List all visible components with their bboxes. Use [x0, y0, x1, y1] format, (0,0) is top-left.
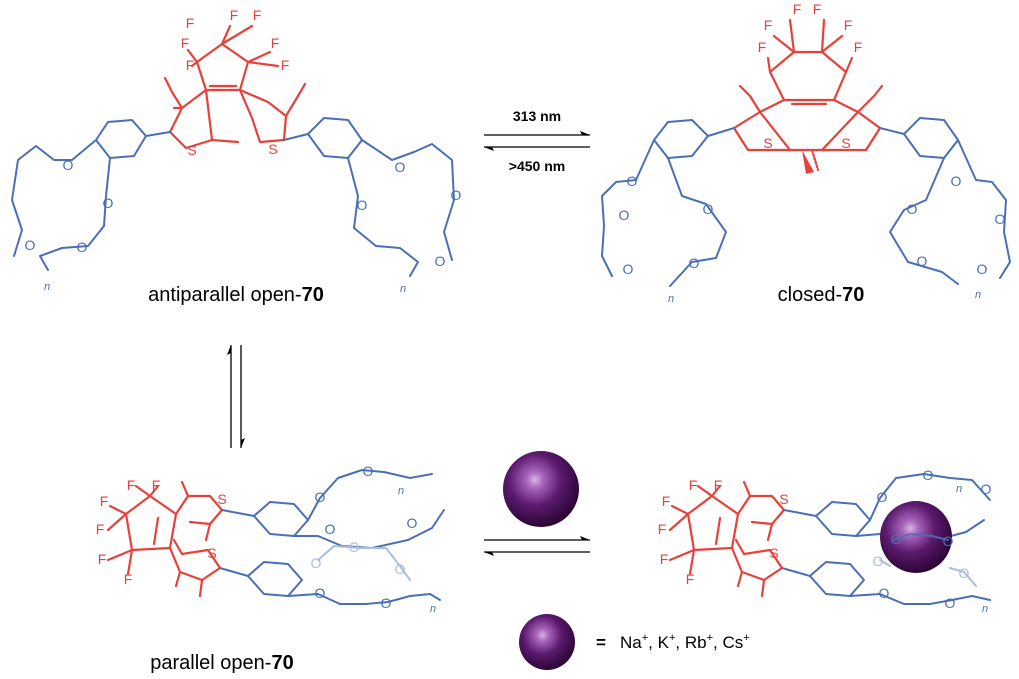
svg-text:F: F [689, 477, 698, 493]
svg-text:O: O [689, 255, 700, 271]
svg-text:O: O [381, 595, 392, 611]
svg-text:O: O [623, 261, 634, 277]
svg-text:O: O [451, 187, 462, 203]
svg-text:O: O [363, 463, 374, 479]
svg-text:O: O [951, 173, 962, 189]
svg-text:F: F [844, 17, 853, 33]
svg-text:S: S [779, 491, 788, 507]
svg-text:O: O [395, 159, 406, 175]
legend-equals: = [596, 633, 606, 652]
svg-text:F: F [152, 477, 161, 493]
closed-70-structure: F F F F F F S S O O O O O n O O [601, 1, 1011, 305]
svg-text:O: O [703, 201, 714, 217]
svg-text:F: F [658, 521, 667, 537]
svg-text:F: F [793, 1, 802, 17]
svg-text:O: O [959, 565, 970, 581]
svg-text:F: F [764, 17, 773, 33]
svg-text:S: S [187, 142, 196, 158]
svg-text:O: O [981, 481, 992, 497]
svg-text:F: F [271, 35, 280, 51]
svg-text:n: n [982, 603, 988, 615]
svg-text:F: F [186, 57, 195, 73]
svg-text:n: n [668, 293, 674, 305]
conformer-equilibrium-arrows [227, 345, 245, 448]
svg-text:S: S [268, 141, 277, 157]
svg-text:S: S [769, 545, 778, 561]
svg-text:F: F [96, 521, 105, 537]
antiparallel-open-70-label: antiparallel open-70 [148, 284, 324, 306]
svg-text:O: O [923, 467, 934, 483]
svg-text:O: O [25, 237, 36, 253]
svg-text:O: O [627, 173, 638, 189]
svg-text:O: O [435, 253, 446, 269]
svg-text:O: O [357, 197, 368, 213]
reverse-wavelength: >450 nm [509, 158, 565, 174]
forward-wavelength: 313 nm [513, 108, 561, 124]
cation-complex-structure: F F F F F F S S O O O O n O O O O O [658, 467, 992, 615]
svg-text:F: F [124, 571, 133, 587]
svg-text:O: O [315, 489, 326, 505]
svg-text:F: F [758, 39, 767, 55]
svg-text:S: S [217, 491, 226, 507]
parallel-open-70-label: parallel open-70 [150, 652, 293, 674]
svg-text:S: S [207, 545, 216, 561]
binding-equilibrium-arrows [484, 536, 590, 556]
svg-text:O: O [77, 239, 88, 255]
svg-text:n: n [400, 283, 406, 295]
svg-text:O: O [873, 553, 884, 569]
svg-text:O: O [945, 595, 956, 611]
svg-text:O: O [619, 207, 630, 223]
svg-text:O: O [103, 195, 114, 211]
svg-text:O: O [63, 157, 74, 173]
svg-text:O: O [407, 515, 418, 531]
cation-sphere [503, 451, 579, 527]
legend-ion-list: Na+, K+, Rb+, Cs+ [620, 632, 750, 652]
bound-cation-sphere [880, 501, 952, 573]
svg-text:n: n [44, 281, 50, 293]
svg-text:F: F [854, 39, 863, 55]
svg-text:F: F [281, 57, 290, 73]
svg-text:S: S [841, 135, 850, 151]
svg-text:F: F [127, 477, 136, 493]
svg-text:O: O [395, 561, 406, 577]
svg-text:O: O [349, 539, 360, 555]
cation-legend: = Na+, K+, Rb+, Cs+ [519, 614, 750, 670]
antiparallel-open-70-structure: F F F F F F F S S O O O O n O O O O [11, 7, 462, 295]
svg-text:F: F [186, 15, 195, 31]
svg-text:O: O [325, 521, 336, 537]
svg-text:F: F [181, 35, 190, 51]
svg-text:O: O [995, 211, 1006, 227]
svg-text:F: F [230, 7, 239, 23]
svg-text:O: O [917, 253, 928, 269]
svg-text:S: S [763, 135, 772, 151]
svg-text:O: O [891, 531, 902, 547]
svg-text:F: F [253, 7, 262, 23]
svg-text:F: F [660, 551, 669, 567]
svg-text:F: F [98, 551, 107, 567]
svg-text:F: F [662, 493, 671, 509]
closed-70-label: closed-70 [778, 284, 865, 306]
svg-text:F: F [714, 477, 723, 493]
svg-text:O: O [943, 533, 954, 549]
parallel-open-70-structure: F F F F F F S S O O O O n O O O O O n [96, 463, 445, 615]
svg-text:n: n [398, 485, 404, 497]
svg-text:O: O [977, 261, 988, 277]
photo-equilibrium-arrows: 313 nm >450 nm [484, 108, 590, 174]
svg-text:O: O [311, 555, 322, 571]
svg-text:O: O [879, 585, 890, 601]
svg-text:n: n [956, 483, 962, 495]
svg-text:F: F [686, 571, 695, 587]
svg-text:O: O [907, 201, 918, 217]
svg-text:F: F [100, 493, 109, 509]
svg-text:O: O [877, 489, 888, 505]
svg-text:F: F [813, 1, 822, 17]
svg-text:n: n [975, 289, 981, 301]
svg-text:O: O [315, 585, 326, 601]
svg-text:n: n [430, 603, 436, 615]
legend-sphere [519, 614, 575, 670]
